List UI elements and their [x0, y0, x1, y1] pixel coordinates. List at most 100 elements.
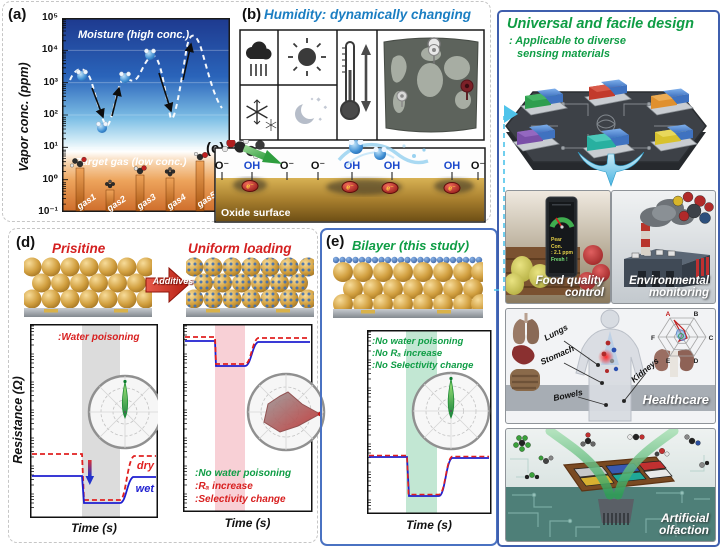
down-arrow-icon	[577, 152, 644, 187]
uniform-loading-spheres-illustration	[186, 257, 314, 317]
svg-text:e⁻: e⁻	[386, 186, 394, 193]
artificial-olfaction-tile: Artificial olfaction	[505, 428, 716, 542]
sun-icon	[288, 38, 326, 76]
svg-text:D: D	[694, 358, 699, 365]
environmental-label: Environmental monitoring	[629, 274, 709, 299]
svg-text:Stomach: Stomach	[539, 343, 576, 367]
panel-d	[8, 228, 318, 543]
olfaction-illustration	[506, 429, 715, 541]
bilayer-response-plot: :No water poisoning :No Rₐ increase :No …	[367, 330, 492, 514]
no-water-poisoning-label: :No water poisoning	[372, 336, 464, 347]
svg-text:OH: OH	[444, 160, 461, 172]
phone-line: : 2.1 ppm	[551, 250, 573, 256]
wet-response-curve	[369, 456, 489, 497]
sensor-chip-array-illustration	[505, 79, 707, 170]
log-minor-ticks	[30, 325, 34, 508]
y-tick: 10¹	[43, 141, 58, 152]
phone-line: Fresh !	[551, 256, 568, 263]
radar-axis-labels: A B C D E F	[651, 311, 714, 365]
panel-b-label: (b)	[242, 6, 262, 23]
panel-a-label: (a)	[8, 6, 27, 23]
kidneys-icon	[653, 349, 695, 377]
fluctuation-arrows	[91, 42, 194, 119]
factory-icon	[624, 223, 710, 287]
human-silhouette	[575, 309, 645, 422]
food-quality-tile: Pear Con. : 2.1 ppm Fresh ! Food quality…	[505, 190, 611, 304]
universal-design-subtitle-1: : Applicable to diverse	[509, 35, 626, 47]
resistance-axis-title: Resistance (Ω)	[11, 376, 25, 464]
wet-label: wet	[136, 483, 156, 495]
diagnosis-radar-chart: A B C D E F	[651, 311, 714, 365]
connector-arrowhead-icon	[504, 105, 518, 123]
reaction-arrow-icon	[242, 144, 282, 164]
world-map-icon	[383, 37, 479, 133]
svg-text:C: C	[709, 335, 714, 342]
oxide-surface-label: Oxide surface	[221, 207, 291, 219]
svg-text:B: B	[694, 311, 699, 318]
svg-text:O⁻: O⁻	[311, 160, 326, 172]
log-minor-ticks	[183, 325, 187, 508]
y-tick: 10²	[43, 109, 58, 120]
dry-response-curve	[369, 454, 489, 496]
water-poisoning-label: :Water poisoning	[58, 332, 139, 343]
rain-cloud-icon	[246, 41, 272, 76]
thermometer-icon	[340, 41, 371, 120]
log-minor-ticks	[62, 19, 68, 205]
panel-a: (a) Vapor conc. (ppm) 10⁵ 10⁴ 10³ 10² 10…	[8, 4, 234, 222]
pristine-response-plot: :Water poisoning dry wet	[30, 324, 158, 518]
healthcare-illustration: Lungs Stomach Bowels Kidneys A B C	[506, 309, 715, 422]
pollutant-molecule-icon	[672, 191, 714, 224]
food-quality-label: Food quality control	[535, 274, 604, 299]
svg-text:O⁻: O⁻	[215, 160, 230, 172]
no-water-poisoning-label: :No water poisoning	[195, 468, 291, 479]
additives-arrow-icon	[145, 266, 189, 304]
gas-bars	[75, 160, 205, 212]
electron-icon: e⁻ e⁻ e⁻ e⁻	[241, 180, 461, 194]
phone-line: Con.	[551, 243, 563, 250]
selectivity-radar-pristine	[87, 374, 158, 450]
svg-text:O⁻: O⁻	[471, 160, 486, 172]
time-axis-label: Time (s)	[224, 516, 271, 530]
svg-text:Lungs: Lungs	[542, 322, 569, 343]
svg-text:e⁻: e⁻	[246, 184, 254, 191]
phone-line: Pear	[551, 237, 562, 243]
moisture-label: Moisture (high conc.)	[78, 29, 190, 41]
dry-label: dry	[137, 460, 155, 472]
surface-tick-lines	[221, 172, 479, 180]
gas-exposure-band	[215, 325, 245, 511]
panel-d-label: (d)	[16, 234, 36, 251]
svg-text:F: F	[651, 335, 655, 342]
bilayer-spheres-illustration	[333, 256, 483, 318]
circuit-board-traces	[508, 490, 710, 537]
water-splash-icon	[337, 140, 429, 167]
selectivity-radar-uniform	[246, 372, 326, 452]
panel-b: (b) Humidity: dynamically changing	[238, 2, 488, 142]
odor-molecule-icon	[513, 432, 710, 480]
humidity-curve	[69, 34, 223, 127]
panel-e-label: (e)	[326, 233, 345, 250]
time-axis-label: Time (s)	[71, 521, 117, 535]
wet-response-curve	[185, 340, 310, 367]
dry-response-curve	[185, 336, 310, 365]
sensor-chip	[512, 79, 698, 159]
universal-design-title: Universal and facile design	[507, 16, 694, 32]
phone-readout: Pear Con. : 2.1 ppm Fresh !	[551, 237, 577, 263]
svg-text:A: A	[666, 311, 671, 318]
ra-increase-label: :Rₐ increase	[195, 481, 253, 492]
gas-stream-icon	[545, 429, 679, 523]
bilayer-title: Bilayer (this study)	[352, 238, 470, 253]
panel-c: (c)	[204, 140, 488, 224]
svg-text:OH: OH	[384, 160, 401, 172]
gas-molecule-icon	[70, 152, 208, 189]
wet-response-curve	[32, 475, 156, 504]
stomach-icon	[511, 345, 535, 365]
poisoning-drop-arrow	[85, 460, 95, 485]
log-minor-ticks	[367, 331, 371, 514]
organ-pointer-lines	[563, 340, 647, 408]
environmental-tile: Environmental monitoring	[611, 190, 716, 304]
y-tick: 10⁰	[42, 174, 58, 185]
target-gas-label: Target gas (low conc.)	[76, 156, 187, 168]
lungs-icon	[512, 313, 540, 345]
y-tick: 10⁵	[42, 12, 58, 23]
